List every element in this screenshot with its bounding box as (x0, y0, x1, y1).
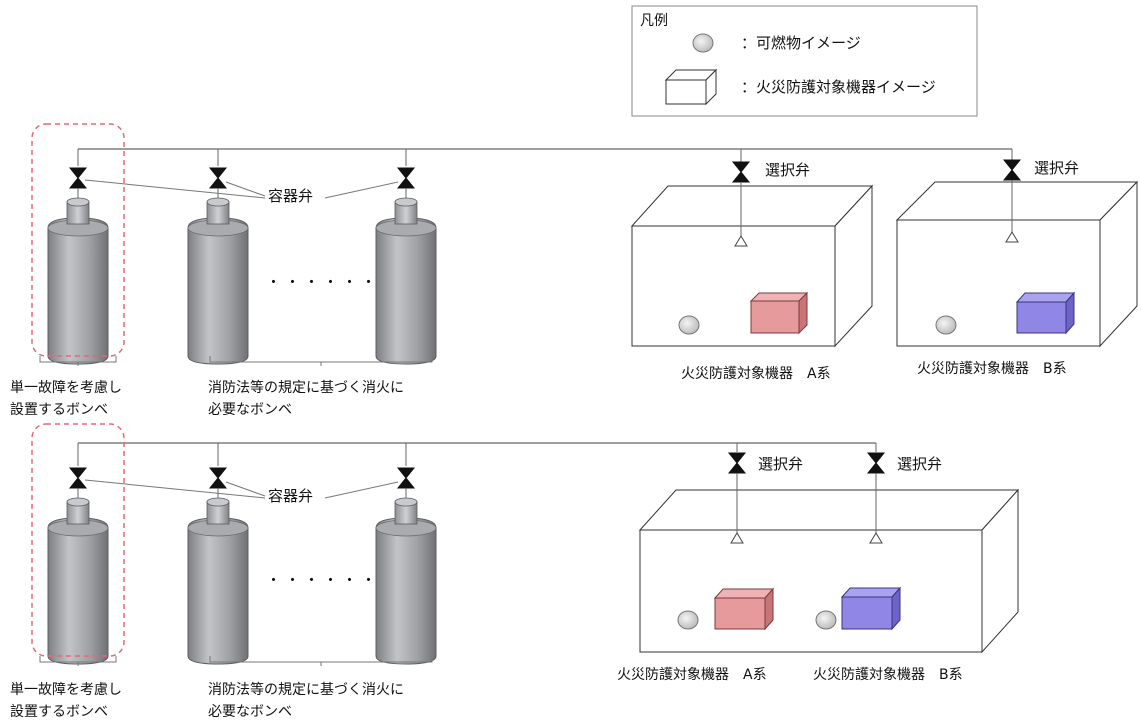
selector-valve-label: 選択弁 (765, 161, 810, 179)
room-b (895, 180, 1139, 348)
container-valve-icon (209, 167, 227, 189)
single-fault-highlight (31, 123, 125, 357)
required-text-2: 必要なボンベ (208, 402, 292, 418)
selector-valve-icon (867, 452, 885, 474)
equip-a-label: 火災防護対象機器 A系 (681, 366, 831, 382)
container-valve-icon (397, 467, 415, 489)
cylinder-icon (47, 497, 109, 665)
single-fault-text-2: 設置するボンベ (10, 402, 108, 418)
required-text-2: 必要なボンベ (208, 704, 292, 720)
combustible-legend-icon (692, 33, 714, 53)
legend-title: 凡例 (640, 13, 668, 29)
equipment-a-icon (749, 291, 809, 335)
single-fault-text-2: 設置するボンベ (10, 704, 108, 720)
legend-combustible-text: ：可燃物イメージ (741, 34, 861, 52)
selector-valve-icon (728, 452, 746, 474)
container-valve-label: 容器弁 (268, 187, 313, 205)
container-valve-icon (69, 167, 87, 189)
required-text-1: 消防法等の規定に基づく消火に (208, 681, 404, 698)
selector-valve-icon (732, 161, 750, 183)
single-fault-text-1: 単一故障を考慮し (10, 380, 122, 396)
ellipsis-dots: ・・・・・・ (266, 273, 380, 291)
container-valve-icon (209, 467, 227, 489)
selector-valve-label: 選択弁 (897, 455, 942, 473)
selector-valve-icon (1003, 159, 1021, 181)
equipment-b-icon (840, 586, 902, 631)
cylinder-icon (187, 497, 249, 665)
container-valve-icon (397, 167, 415, 189)
legend-equipment-text: ：火災防護対象機器イメージ (741, 78, 936, 96)
equipment-b-icon (1015, 291, 1076, 335)
scenario-top: 容器弁 ・・・・・・ 単一故障を考慮し 設置するボンベ 消防法等の規定に基づく消… (10, 123, 1139, 418)
combustible-icon (677, 610, 699, 630)
combustible-icon (935, 315, 957, 335)
combustible-icon (678, 315, 700, 335)
scenario-bottom: 容器弁 ・・・・・・ 単一故障を考慮し 設置するボンベ 消防法等の規定に基づく消… (10, 423, 1020, 720)
container-valve-icon (69, 467, 87, 489)
single-fault-text-1: 単一故障を考慮し (10, 682, 122, 698)
selector-valve-label: 選択弁 (758, 455, 803, 473)
cylinder-icon (47, 197, 109, 365)
single-fault-highlight (31, 423, 125, 657)
room-ab (638, 473, 1020, 654)
container-valve-label: 容器弁 (268, 487, 313, 505)
legend-box: 凡例 ：可燃物イメージ ：火災防護対象機器イメージ (631, 5, 978, 117)
cylinder-icon (187, 197, 249, 365)
room-a (630, 182, 874, 348)
equipment-a-icon (713, 587, 775, 631)
combustible-icon (815, 610, 837, 630)
cylinder-icon (375, 497, 437, 665)
cylinder-icon (375, 197, 437, 365)
ellipsis-dots: ・・・・・・ (266, 571, 380, 589)
equip-a-label: 火災防護対象機器 A系 (617, 667, 767, 683)
equip-b-label: 火災防護対象機器 B系 (813, 667, 963, 683)
selector-valve-label: 選択弁 (1034, 159, 1079, 177)
equip-b-label: 火災防護対象機器 B系 (917, 361, 1067, 377)
equipment-legend-icon (664, 68, 718, 106)
required-text-1: 消防法等の規定に基づく消火に (208, 379, 404, 396)
